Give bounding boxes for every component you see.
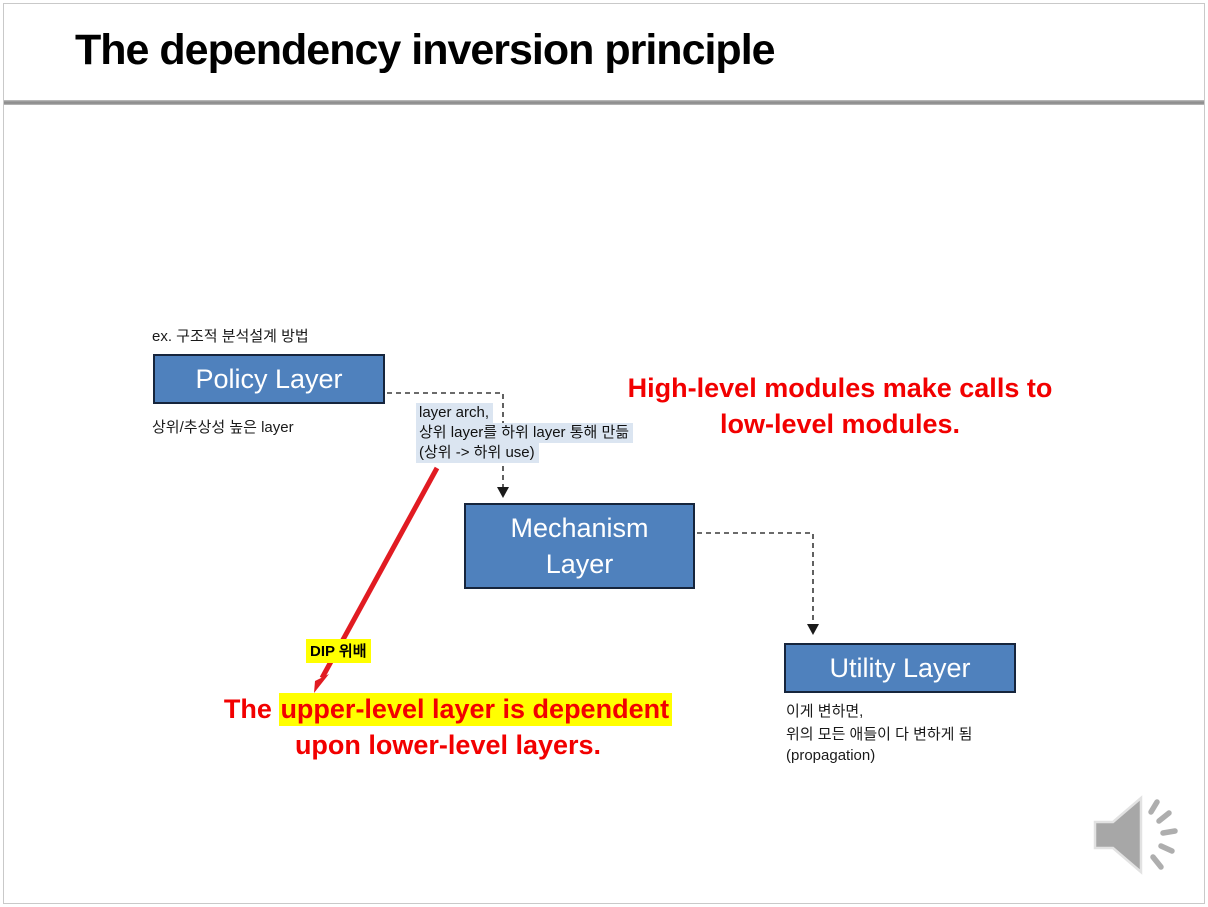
utility-propagation-note: 이게 변하면, 위의 모든 애들이 다 변하게 됨 (propagation)	[786, 701, 972, 766]
speaker-body	[1093, 795, 1143, 875]
annotation-line: layer arch,	[416, 403, 494, 423]
mechanism-layer-box: Mechanism Layer	[464, 503, 695, 589]
upper-level-callout-line2: upon lower-level layers.	[294, 730, 602, 760]
high-level-callout-line2: low-level modules.	[719, 409, 961, 439]
sound-waves	[1148, 799, 1178, 870]
layer-arch-annotation: layer arch, 상위 layer를 하위 layer 통해 만듦 (상위…	[416, 403, 634, 463]
high-level-callout-line1: High-level modules make calls to	[627, 373, 1053, 403]
high-level-callout: High-level modules make calls to low-lev…	[575, 370, 1105, 442]
dip-violation-label: DIP 위배	[306, 639, 371, 663]
arrowhead-utility	[807, 624, 819, 635]
utility-note-line: (propagation)	[786, 747, 876, 764]
utility-layer-box: Utility Layer	[784, 643, 1016, 693]
utility-note-line: 이게 변하면,	[786, 703, 864, 720]
speaker-icon[interactable]	[1092, 795, 1184, 877]
policy-layer-label: Policy Layer	[195, 364, 343, 394]
utility-note-line: 위의 모든 애들이 다 변하게 됨	[786, 726, 973, 743]
utility-layer-label: Utility Layer	[829, 653, 971, 683]
mechanism-layer-label: Mechanism Layer	[510, 513, 649, 579]
annotation-line: 상위 layer를 하위 layer 통해 만듦	[416, 423, 634, 443]
upper-level-callout: The upper-level layer is dependent upon …	[168, 691, 728, 763]
policy-description-note: 상위/추상성 높은 layer	[152, 419, 294, 436]
upper-level-callout-line1: The upper-level layer is dependent	[168, 691, 728, 727]
policy-layer-box: Policy Layer	[153, 354, 385, 404]
arrowhead-mechanism	[497, 487, 509, 498]
policy-example-note: ex. 구조적 분석설계 방법	[152, 328, 309, 345]
slide-title: The dependency inversion principle	[75, 26, 776, 74]
upper-level-highlighted-text: upper-level layer is dependent	[279, 693, 673, 726]
title-divider	[4, 100, 1204, 105]
dashed-arrow-mechanism-to-utility	[697, 532, 814, 625]
upper-level-prefix: The	[223, 694, 280, 724]
annotation-line: (상위 -> 하위 use)	[416, 443, 539, 463]
